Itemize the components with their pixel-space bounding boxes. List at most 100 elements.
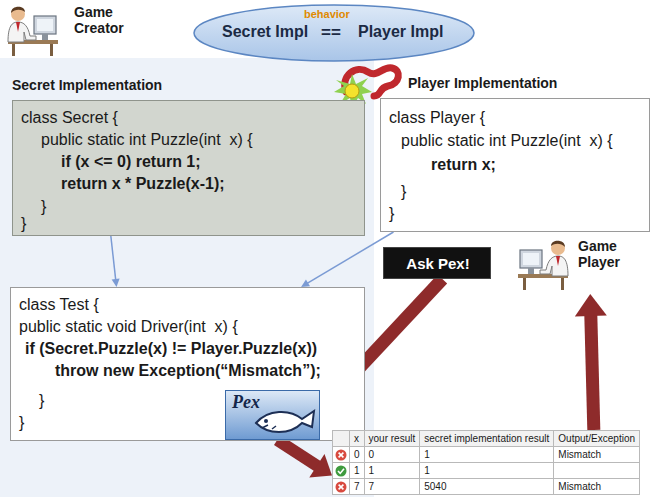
table-cell: 1 (420, 447, 554, 463)
code-line: } (39, 392, 44, 410)
table-cell: 1 (364, 463, 420, 479)
results-table: x your result secret implementation result… (332, 430, 640, 495)
behavior-label: behavior (304, 8, 350, 21)
table-cell: 0 (350, 447, 365, 463)
person-at-computer-icon-part-part (523, 278, 526, 290)
person-at-computer-icon-part-part (11, 7, 25, 13)
fail-icon (335, 481, 347, 493)
fail-icon-part (339, 484, 344, 489)
code-line: class Player { (389, 109, 485, 127)
code-line: public static int Puzzle(int x) { (401, 132, 613, 150)
actor-label: Game Player (578, 238, 640, 270)
reference-arrow (301, 232, 393, 287)
ellipse-outline-part (194, 5, 474, 61)
pex-logo: Pex (225, 390, 320, 440)
ellipse-label: Secret Impl (222, 23, 308, 41)
code-line: if (Secret.Puzzle(x) != Player.Puzzle(x)… (25, 340, 317, 358)
table-cell-text: 0 (369, 449, 375, 460)
person-at-computer-icon (516, 236, 572, 292)
table-cell: Output/Exception (554, 431, 640, 447)
results-body: x your result secret implementation result… (333, 431, 640, 495)
code-line: public static void Driver(int x) { (19, 318, 238, 336)
secret-code-box: Secret Implementationclass Secret {publi… (12, 100, 365, 236)
table-cell-text: 1 (369, 465, 375, 476)
fail-icon-part (336, 481, 347, 492)
arrow-head (309, 454, 332, 477)
code-line: } (41, 198, 46, 216)
person-at-computer-icon-part-part (528, 268, 534, 274)
table-cell-text: 0 (354, 449, 360, 460)
person-at-computer-icon-part-part (34, 16, 56, 34)
table-cell: x (350, 431, 365, 447)
fish-drawing-part (262, 425, 276, 429)
section-heading: Player Implementation (408, 75, 557, 91)
table-cell-text: 5040 (424, 481, 446, 492)
person-at-computer-icon-part-part (551, 241, 565, 247)
code-line: return x; (431, 156, 496, 174)
code-line: } (19, 414, 24, 432)
table-cell: your result (364, 431, 420, 447)
table-cell: 7 (364, 479, 420, 495)
arrow-head (112, 279, 120, 287)
table-cell: 1 (350, 463, 365, 479)
person-at-computer-icon-part-part (520, 250, 542, 268)
arrow-shaft (591, 315, 594, 430)
table-cell: Mismatch (554, 447, 640, 463)
table-cell-text: 1 (354, 465, 360, 476)
result-row: 00 1 Mismatch (333, 447, 640, 463)
game-player-actor: Game Player (516, 236, 651, 294)
table-cell-text: x (354, 433, 359, 444)
table-cell-text: 7 (354, 481, 360, 492)
table-cell: 7 (350, 479, 365, 495)
results-grid: x your result secret implementation result… (332, 430, 640, 495)
table-cell-text: Mismatch (558, 449, 601, 460)
person-at-computer-icon-part (518, 241, 568, 290)
ball (345, 84, 359, 98)
code-line: } (389, 205, 394, 223)
fail-icon-part (339, 452, 344, 457)
person-at-computer-icon (4, 2, 60, 58)
person-at-computer-icon-part (8, 7, 58, 56)
status-cell (333, 479, 350, 495)
status-cell (333, 463, 350, 479)
behavior-equality-ellipse: Secret Implbehavior==Player Impl (192, 3, 476, 63)
code-line: class Secret { (21, 109, 118, 127)
flow-arrow (277, 440, 332, 477)
code-line: return x * Puzzle(x-1); (61, 175, 225, 193)
game-creator-actor: Game Creator (4, 2, 144, 58)
person-at-computer-icon-part-part (561, 278, 564, 290)
person-at-computer-icon-part-part (37, 19, 53, 31)
code-line: class Test { (19, 296, 99, 314)
result-row: 77 5040 Mismatch (333, 479, 640, 495)
person-at-computer-icon-part-part (11, 7, 25, 21)
pass-icon-part (336, 465, 347, 476)
table-cell: 5040 (420, 479, 554, 495)
reference-arrow (111, 236, 120, 287)
arrow-head (575, 294, 607, 316)
code-line: if (x <= 0) return 1; (61, 153, 201, 171)
arrow-shaft (307, 232, 393, 283)
flow-arrow (575, 294, 607, 430)
code-line: } (21, 215, 26, 233)
table-cell (554, 463, 640, 479)
pass-icon-part (338, 468, 344, 473)
table-cell-text: secret implementation result (424, 433, 549, 444)
person-at-computer-icon-part-part (12, 44, 15, 56)
person-at-computer-icon-part-part (42, 34, 48, 40)
table-cell-text: Output/Exception (558, 433, 635, 444)
table-cell-text: Mismatch (558, 481, 601, 492)
header-row: x your result secret implementation result… (333, 431, 640, 447)
person-at-computer-icon-part-part (8, 22, 36, 42)
button-label: Ask Pex! (384, 255, 492, 272)
fish-drawing-part (256, 411, 314, 432)
table-cell-text: your result (369, 433, 416, 444)
table-cell: 0 (364, 447, 420, 463)
ask-pex-button: Ask Pex! (383, 247, 491, 279)
person-at-computer-icon-part-part (540, 256, 568, 276)
arrow-shaft (111, 236, 116, 280)
code-line: throw new Exception(“Mismatch”); (55, 362, 321, 380)
section-heading: Secret Implementation (12, 77, 162, 93)
status-cell (333, 447, 350, 463)
person-at-computer-icon-part-part (523, 253, 539, 265)
table-cell-text: 1 (424, 465, 430, 476)
